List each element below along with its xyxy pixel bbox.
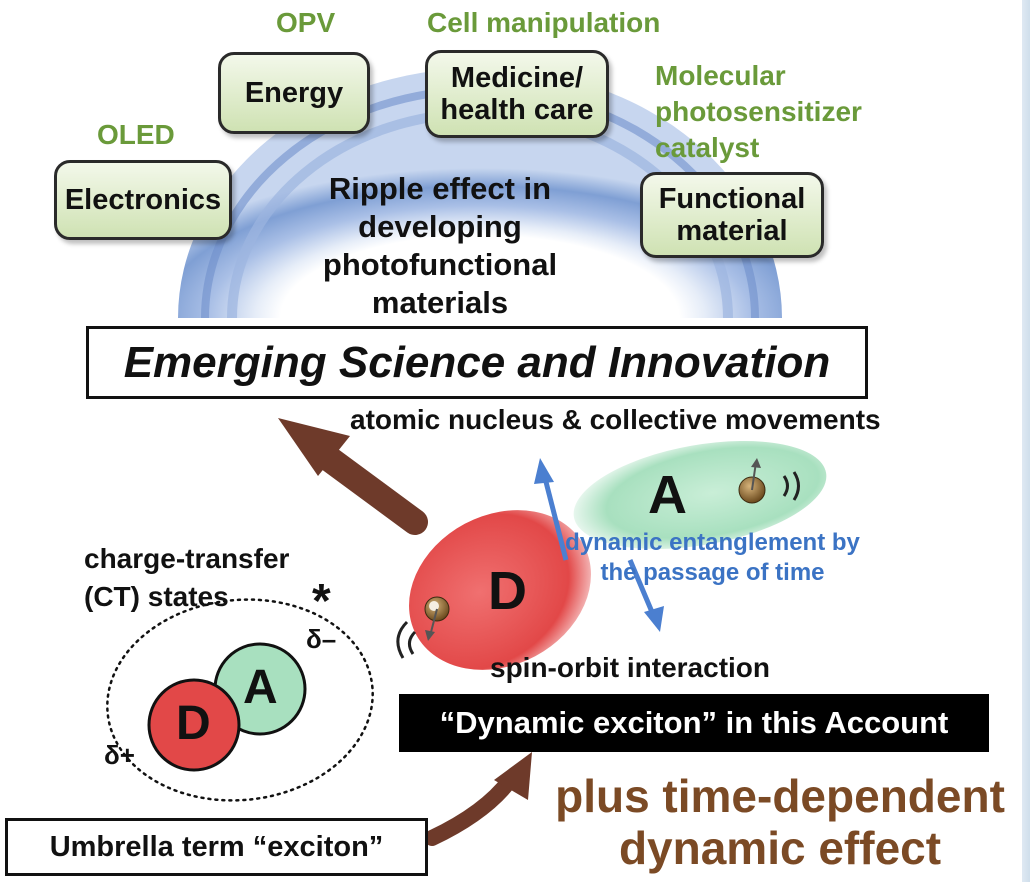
electron-sphere-icon [396,596,450,659]
ct-ellipse [106,598,374,802]
donor-letter: D [488,561,527,621]
entanglement-label: dynamic entanglement by the passage of t… [565,529,860,586]
oled-label: OLED [97,119,175,150]
ct-donor-letter: D [176,697,211,750]
dynamic-exciton-box: “Dynamic exciton” in this Account [399,694,989,752]
nucleus-label: atomic nucleus & collective movements [350,404,881,435]
ct-donor-circle [147,678,241,772]
cell-manipulation-label: Cell manipulation [427,7,661,38]
acceptor-blob [573,440,827,550]
right-edge-strip [1022,0,1030,882]
spin-orbit-label: spin-orbit interaction [490,652,770,683]
emerging-science-title: Emerging Science and Innovation [86,326,868,399]
delta-minus-label: δ– [306,624,337,654]
plus-time-dependent-text: plus time-dependent dynamic effect [555,770,1005,874]
medicine-box: Medicine/ health care [425,50,609,138]
nucleus-sphere-icon [738,458,800,504]
ripple-effect-text: Ripple effect in developing photofunctio… [322,171,558,320]
asterisk-icon: * [312,575,331,628]
donor-blob [409,510,591,670]
functional-material-box: Functional material [640,172,824,258]
umbrella-term-box: Umbrella term “exciton” [5,818,428,876]
umbrella-arrow-icon [424,752,532,846]
energy-box: Energy [218,52,370,134]
acceptor-letter: A [648,465,687,525]
molecular-photosensitizer-label: Molecular photosensitizer catalyst [655,60,862,163]
nucleus-arrow-icon [534,458,569,561]
delta-plus-label: δ+ [104,740,135,770]
ct-states-label: charge-transfer (CT) states [84,543,290,612]
upward-arrow-icon [278,418,428,535]
ct-acceptor-letter: A [243,661,278,714]
spin-orbit-arrow-icon [627,559,664,632]
electronics-box: Electronics [54,160,232,240]
opv-label: OPV [276,7,336,38]
